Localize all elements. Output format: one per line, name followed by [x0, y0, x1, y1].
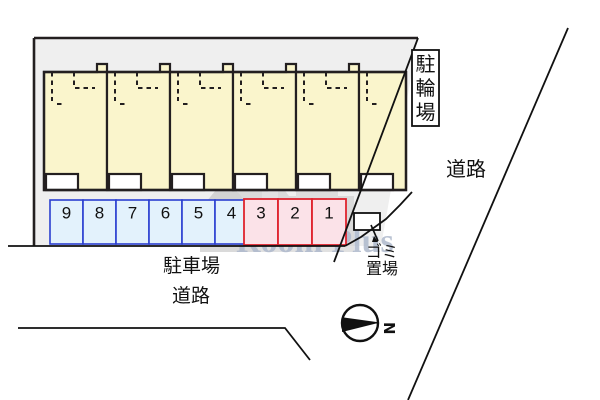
parking-stall[interactable]: 3 — [243, 198, 279, 246]
building-unit — [294, 62, 361, 192]
building-unit — [168, 62, 235, 192]
road-bottom-far-edge — [18, 327, 311, 361]
parking-stall[interactable]: 9 — [49, 199, 84, 245]
garbage-area-label: ゴミ 置場 — [366, 242, 398, 278]
bicycle-parking-char-3: 場 — [416, 100, 436, 124]
garbage-area-label-line1: ゴミ — [366, 242, 398, 261]
parking-stalls: 9 8 7 6 5 4 — [49, 198, 347, 246]
building-unit — [42, 62, 109, 192]
parking-stall[interactable]: 2 — [277, 198, 313, 246]
parking-stall-number: 8 — [95, 203, 104, 222]
garbage-area-label-line2: 置場 — [366, 259, 398, 278]
parking-stall[interactable]: 5 — [181, 199, 216, 245]
parking-lot-label: 駐車場 — [163, 255, 220, 277]
compass-axis — [341, 317, 379, 324]
compass-rose: N — [340, 303, 398, 343]
garbage-area-leader — [370, 224, 379, 242]
compass-needle — [342, 318, 378, 332]
building-outline — [42, 70, 408, 192]
parking-stall[interactable]: 6 — [148, 199, 183, 245]
parking-stall[interactable]: 4 — [214, 199, 249, 245]
bicycle-parking-label-box — [411, 49, 440, 127]
garbage-area-arrow — [372, 236, 378, 242]
compass-north-label: N — [380, 322, 398, 335]
garbage-area-marker — [353, 212, 381, 242]
building-unit — [105, 62, 172, 192]
parking-stall-number: 5 — [194, 203, 203, 222]
road-right-near-edge — [333, 37, 419, 263]
road-right-label: 道路 — [446, 157, 486, 181]
parking-stall-number: 3 — [256, 203, 265, 222]
parking-stall-number: 6 — [161, 203, 170, 222]
road-right-far-edge — [407, 27, 569, 400]
bicycle-parking-label: 駐 輪 場 — [411, 49, 440, 127]
apartment-building — [42, 62, 408, 192]
garbage-area-box — [353, 212, 381, 231]
bicycle-parking-char-2: 輪 — [416, 76, 436, 100]
parking-stall[interactable]: 7 — [115, 199, 150, 245]
parking-stall-number: 4 — [227, 203, 236, 222]
parking-stall[interactable]: 1 — [311, 198, 347, 246]
site-edge-corner — [344, 191, 413, 247]
bicycle-parking-char-1: 駐 — [416, 52, 436, 76]
parking-stall-number: 2 — [290, 203, 299, 222]
road-bottom-label: 道路 — [172, 285, 210, 307]
parking-stall-number: 1 — [324, 203, 333, 222]
parking-stall-number: 7 — [128, 203, 137, 222]
road-boundaries — [8, 27, 569, 400]
parking-stall-number: 9 — [62, 203, 71, 222]
parking-stall[interactable]: 8 — [82, 199, 117, 245]
building-unit — [231, 62, 298, 192]
